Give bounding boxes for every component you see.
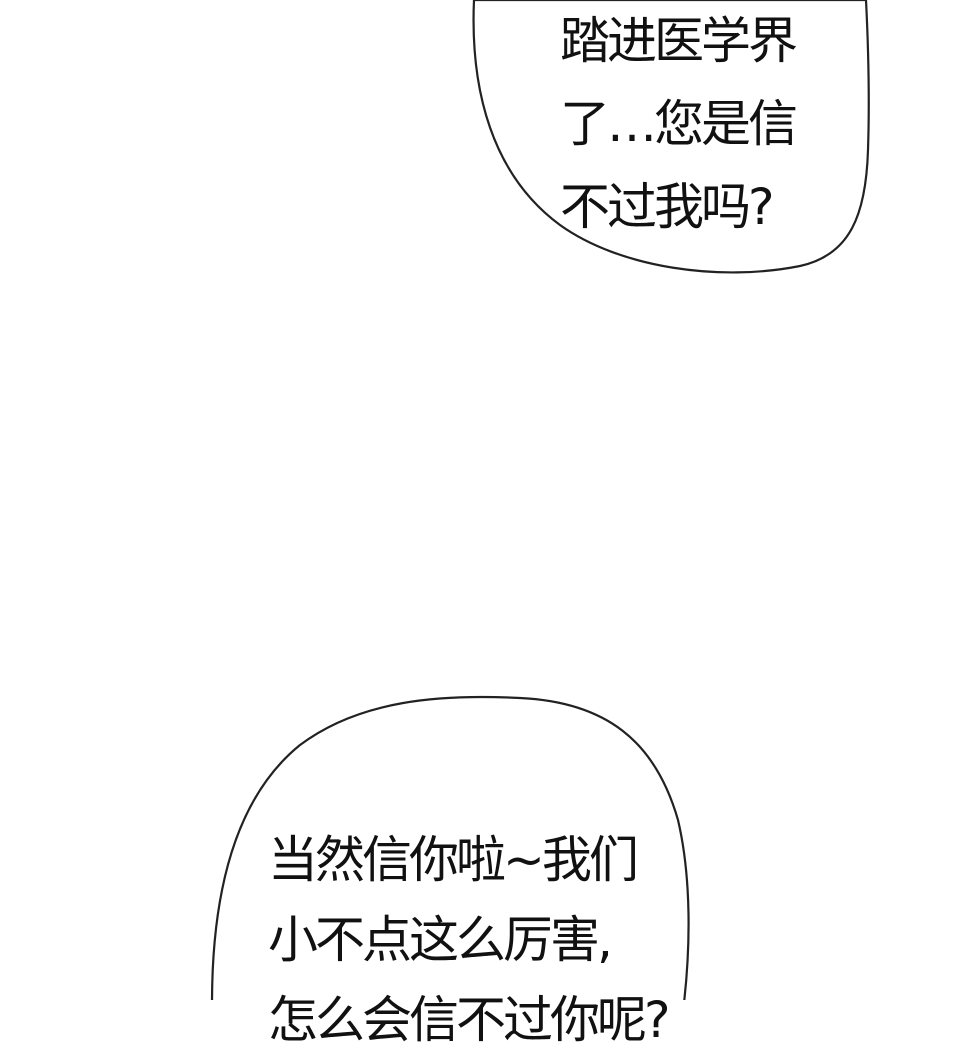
speech-line: 怎么会信不过你呢? xyxy=(268,991,671,1049)
speech-line: 踏进医学界 xyxy=(560,12,798,70)
comic-panel: 踏进医学界 了…您是信 不过我吗? 当然信你啦~我们 小不点这么厉害, 怎么会信… xyxy=(210,0,870,1049)
speech-line: 不过我吗? xyxy=(560,178,775,236)
speech-bubble-top xyxy=(472,0,870,274)
speech-line: 当然信你啦~我们 xyxy=(268,831,639,889)
speech-text-top: 踏进医学界 了…您是信 不过我吗? xyxy=(560,0,798,249)
speech-bubbles-layer xyxy=(210,0,870,1000)
speech-bubble-bottom xyxy=(210,695,690,1000)
speech-text-bottom: 当然信你啦~我们 小不点这么厉害, 怎么会信不过你呢? xyxy=(268,820,671,1060)
speech-line: 小不点这么厉害, xyxy=(268,911,613,969)
speech-line: 了…您是信 xyxy=(560,95,798,153)
